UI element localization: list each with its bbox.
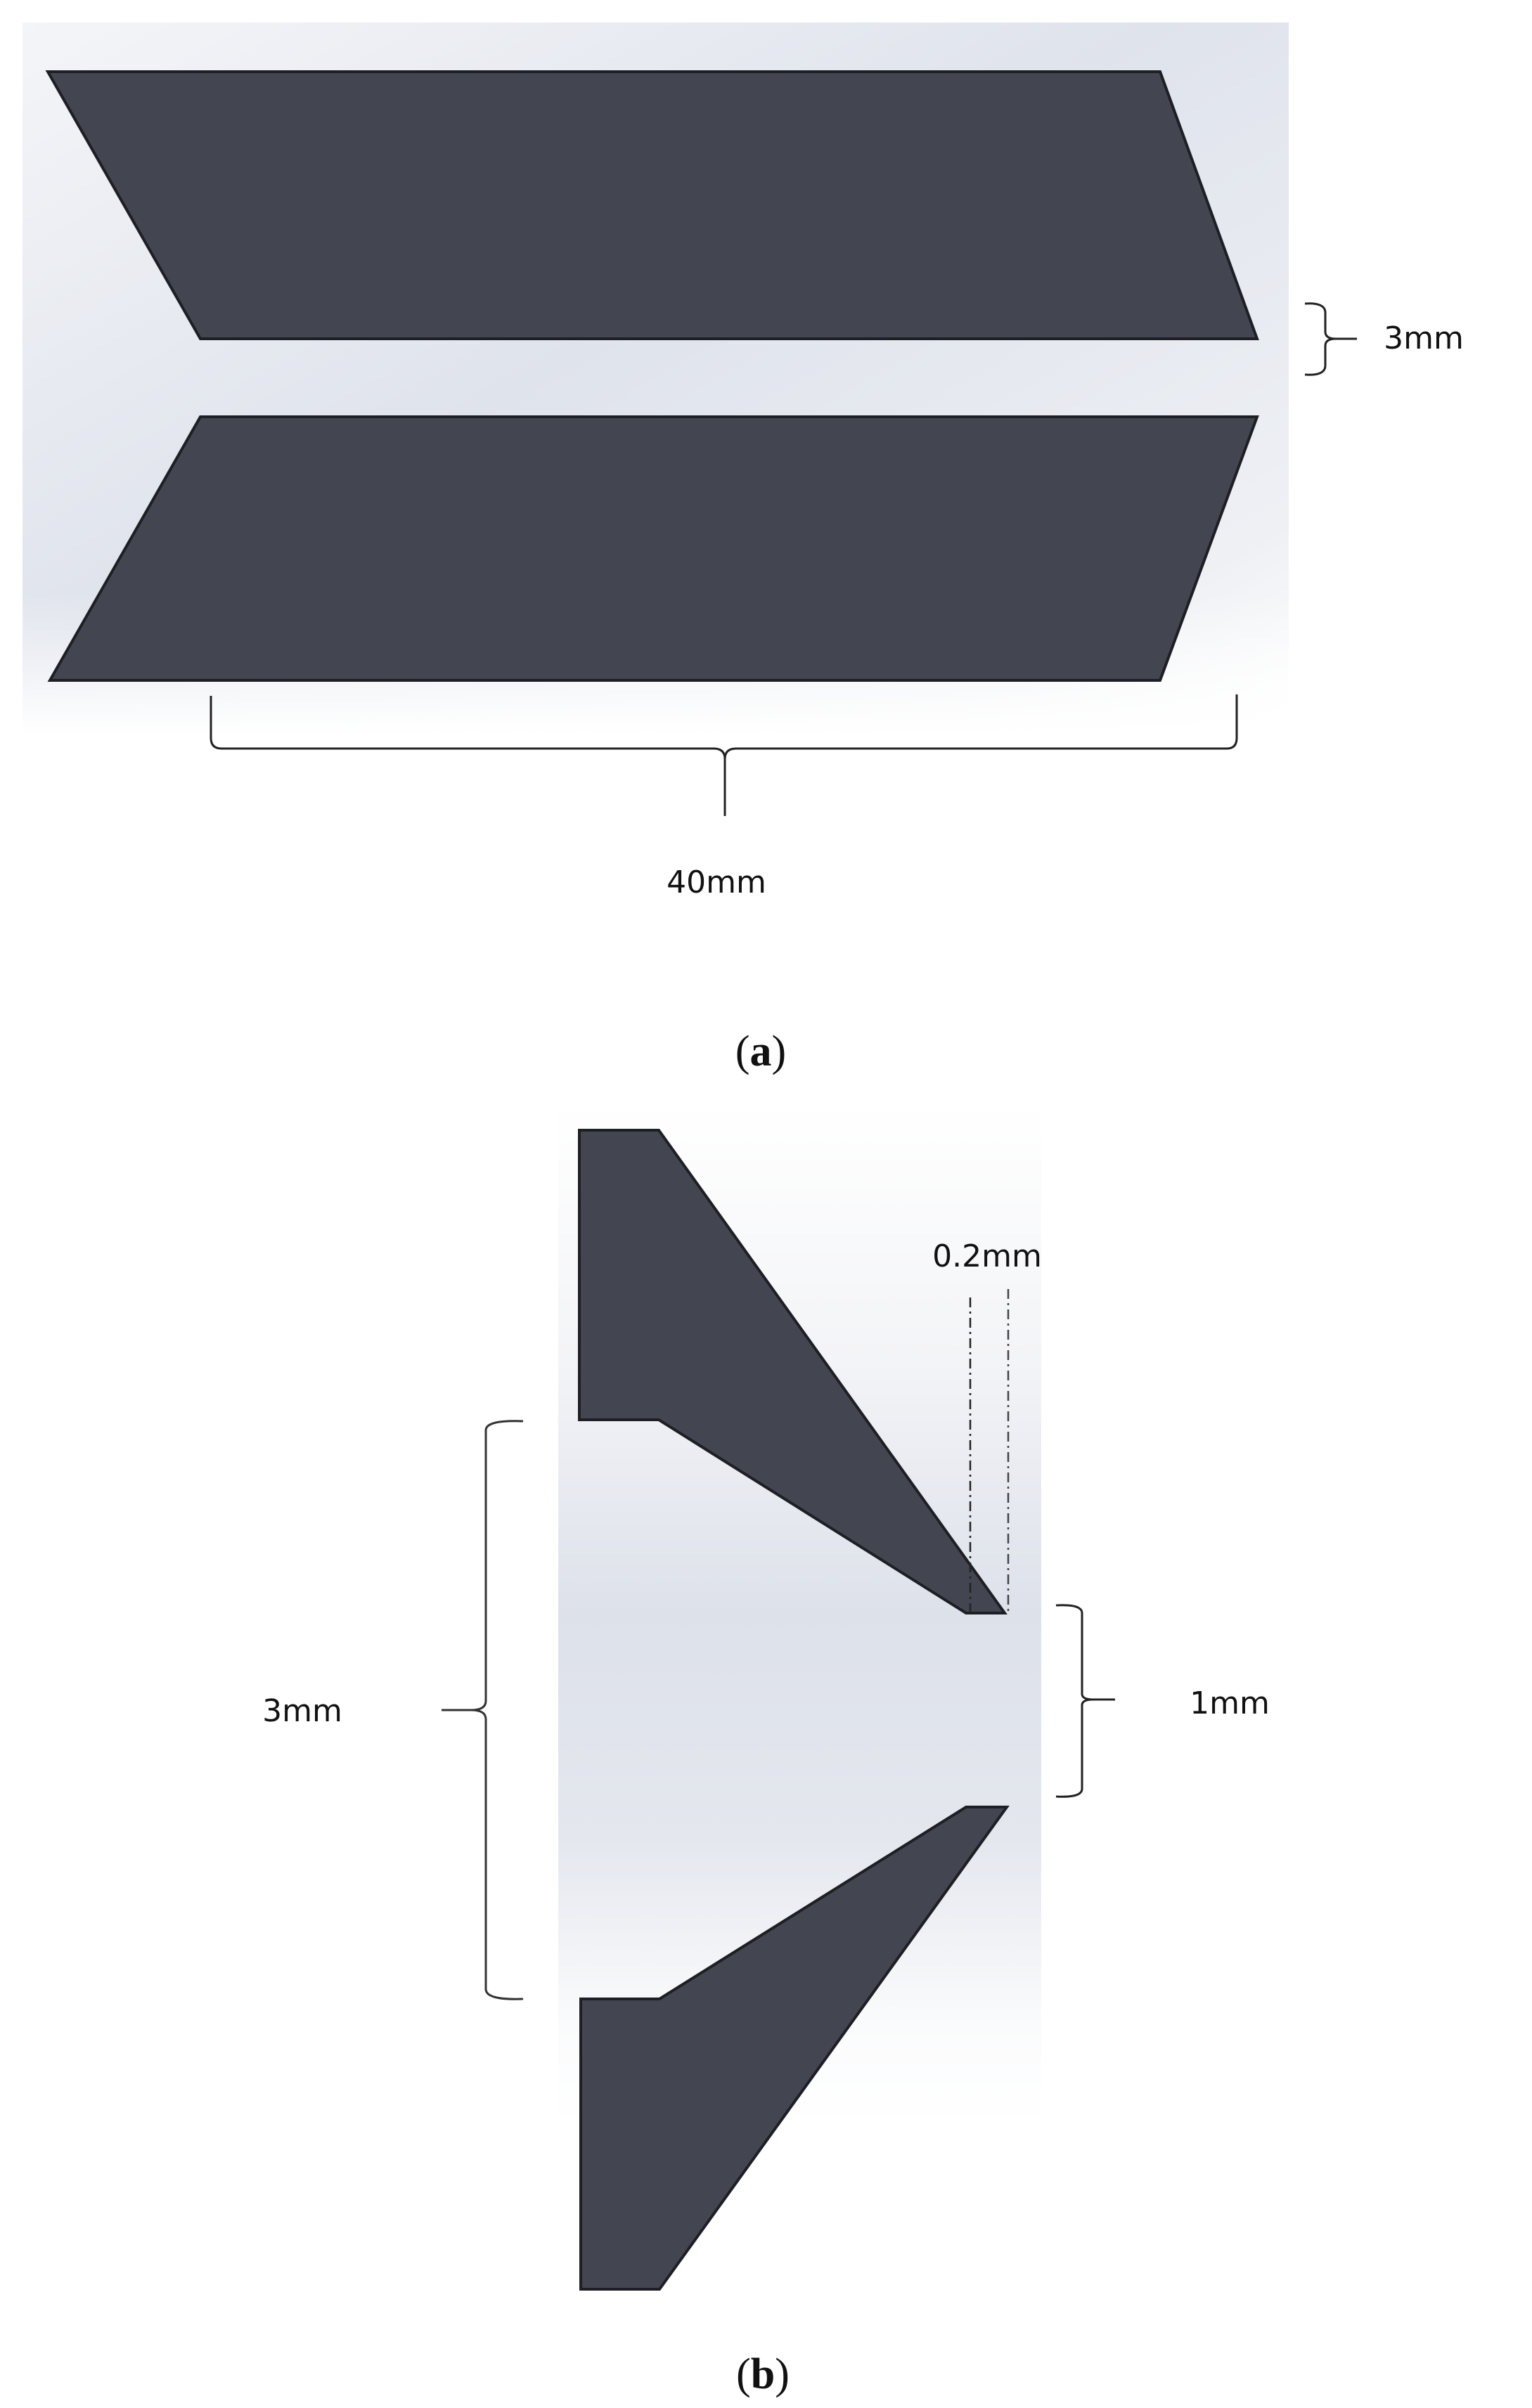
caption-close-paren: ) xyxy=(775,2350,790,2398)
gap-label: 3mm xyxy=(1384,321,1464,356)
length-bracket xyxy=(210,694,1238,816)
lower-wedge xyxy=(579,1806,1010,2291)
panel-b xyxy=(442,1105,1115,2291)
caption-close-paren: ) xyxy=(771,1028,787,1075)
length-label: 40mm xyxy=(667,865,766,900)
caption-letter: a xyxy=(749,1028,772,1075)
tip-width-label: 0.2mm xyxy=(932,1238,1042,1274)
caption-open-paren: ( xyxy=(735,1028,750,1075)
upper-wedge xyxy=(578,1129,1008,1614)
top-plate xyxy=(45,70,1259,340)
bottom-plate xyxy=(47,415,1259,682)
gap-bracket xyxy=(1304,302,1357,376)
caption-open-paren: ( xyxy=(736,2350,751,2398)
tip-gap-label: 1mm xyxy=(1190,1685,1270,1721)
panel-a-caption: (a) xyxy=(735,1030,786,1073)
panel-b-caption: (b) xyxy=(736,2352,790,2396)
caption-letter: b xyxy=(750,2350,775,2398)
tip-gap-bracket xyxy=(1055,1604,1115,1798)
panel-a xyxy=(22,22,1357,816)
outer-gap-label: 3mm xyxy=(262,1693,342,1729)
outer-gap-bracket xyxy=(442,1420,524,2000)
